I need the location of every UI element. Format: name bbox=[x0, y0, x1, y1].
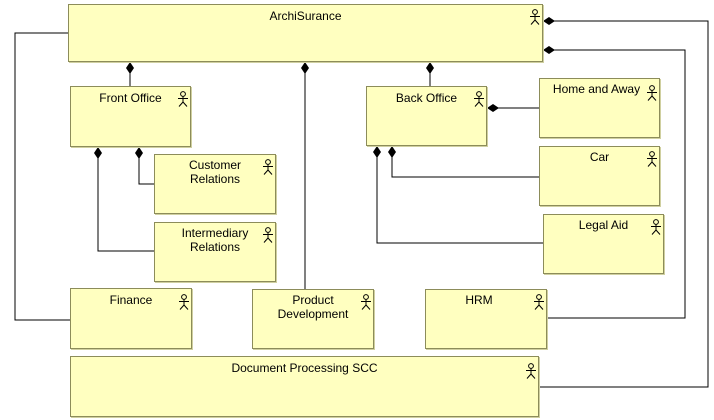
actor-icon bbox=[178, 91, 188, 107]
composition-diamond bbox=[388, 146, 396, 158]
node-label: Legal Aid bbox=[578, 218, 629, 232]
composition-diamond bbox=[543, 17, 555, 25]
node-label: Product Development bbox=[277, 293, 349, 321]
node-intermediary-relations[interactable]: Intermediary Relations bbox=[154, 222, 276, 282]
node-label: Back Office bbox=[395, 91, 458, 105]
node-label: ArchiSurance bbox=[269, 9, 342, 23]
actor-icon bbox=[474, 91, 484, 107]
composition-diamond bbox=[301, 62, 309, 74]
connector-front-office-intermediary-relations[interactable] bbox=[97, 147, 154, 252]
composition-diamond bbox=[543, 46, 555, 54]
actor-icon bbox=[263, 227, 273, 243]
actor-icon bbox=[534, 294, 544, 310]
node-customer-relations[interactable]: Customer Relations bbox=[154, 154, 276, 214]
node-label: Home and Away bbox=[552, 82, 641, 96]
node-document-processing-scc[interactable]: Document Processing SCC bbox=[70, 356, 539, 417]
composition-diamond bbox=[426, 62, 434, 74]
node-front-office[interactable]: Front Office bbox=[70, 86, 191, 147]
node-hrm[interactable]: HRM bbox=[425, 289, 547, 349]
connector-back-office-legal-aid[interactable] bbox=[376, 146, 543, 244]
composition-diamond bbox=[126, 62, 134, 74]
actor-icon bbox=[526, 363, 536, 379]
actor-icon bbox=[530, 9, 540, 25]
node-label: Front Office bbox=[99, 91, 162, 105]
connector-archisurance-finance[interactable] bbox=[14, 32, 70, 321]
actor-icon bbox=[179, 294, 189, 310]
connector-archisurance-document-processing-scc[interactable] bbox=[539, 20, 709, 388]
connector-archisurance-hrm[interactable] bbox=[543, 49, 686, 319]
node-car[interactable]: Car bbox=[539, 146, 660, 206]
node-label: Finance bbox=[109, 293, 153, 307]
node-back-office[interactable]: Back Office bbox=[366, 86, 487, 146]
composition-diamond bbox=[373, 146, 381, 158]
node-product-development[interactable]: Product Development bbox=[252, 289, 374, 349]
composition-diamond bbox=[487, 104, 499, 112]
node-label: Document Processing SCC bbox=[231, 361, 378, 375]
node-label: Customer Relations bbox=[188, 158, 241, 186]
actor-icon bbox=[647, 85, 657, 101]
node-archisurance[interactable]: ArchiSurance bbox=[68, 4, 543, 62]
node-home-and-away[interactable]: Home and Away bbox=[539, 78, 660, 138]
node-finance[interactable]: Finance bbox=[70, 288, 192, 349]
node-label: Intermediary Relations bbox=[181, 226, 249, 254]
actor-icon bbox=[263, 159, 273, 175]
actor-icon bbox=[647, 151, 657, 167]
composition-diamond bbox=[94, 147, 102, 159]
composition-diamond bbox=[135, 147, 143, 159]
node-label: Car bbox=[589, 150, 610, 164]
actor-icon bbox=[361, 294, 371, 310]
actor-icon bbox=[651, 219, 661, 235]
node-label: HRM bbox=[465, 293, 493, 307]
node-legal-aid[interactable]: Legal Aid bbox=[543, 214, 664, 274]
connector-back-office-car[interactable] bbox=[391, 146, 539, 178]
connector-front-office-customer-relations[interactable] bbox=[138, 147, 154, 185]
